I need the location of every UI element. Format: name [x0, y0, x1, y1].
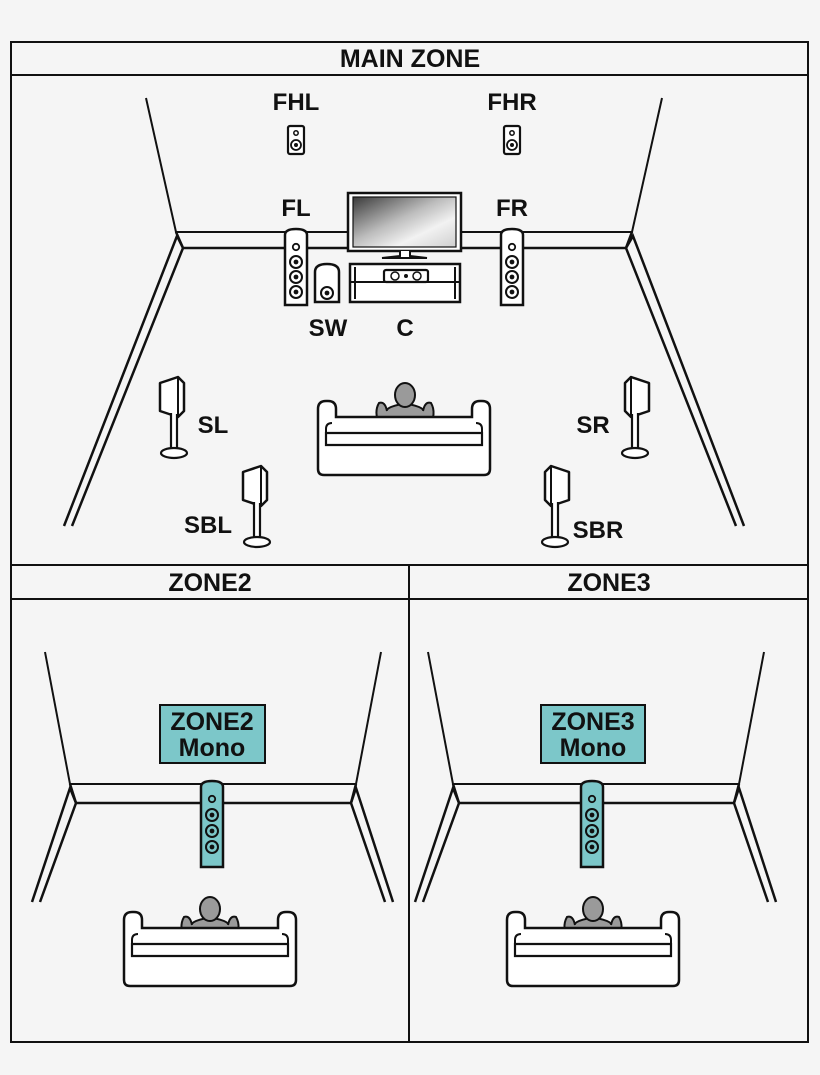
- label-fhr: FHR: [487, 89, 536, 116]
- label-c: C: [396, 315, 413, 342]
- zone3-mono-badge: [540, 704, 646, 764]
- label-sr: SR: [576, 412, 609, 439]
- label-sl: SL: [198, 412, 229, 439]
- zone2-panel: ZONE2 ZONE2 Mono: [30, 569, 395, 988]
- zone3-speaker: [579, 779, 605, 869]
- zone2-badge-line2: Mono: [179, 734, 246, 762]
- zone2-mono-badge: [159, 704, 266, 764]
- label-sw: SW: [309, 315, 348, 342]
- zone2-title: ZONE2: [168, 569, 251, 597]
- center-speaker: [382, 268, 430, 284]
- label-fr: FR: [496, 195, 528, 222]
- front-left-speaker: [283, 227, 309, 307]
- zone3-title: ZONE3: [567, 569, 650, 597]
- zone2-badge-line1: ZONE2: [170, 708, 253, 736]
- label-sbl: SBL: [184, 512, 232, 539]
- zone2-speaker: [199, 779, 225, 869]
- zone3-panel: ZONE3 ZONE3 Mono: [413, 569, 778, 988]
- tv: [346, 191, 463, 304]
- zone3-badge-line1: ZONE3: [551, 708, 634, 736]
- label-sbr: SBR: [573, 517, 624, 544]
- front-height-left-speaker: [286, 124, 306, 156]
- front-height-right-speaker: [502, 124, 522, 156]
- zone3-badge-line2: Mono: [560, 734, 627, 762]
- front-right-speaker: [499, 227, 525, 307]
- main-zone-title: MAIN ZONE: [340, 45, 480, 73]
- main-zone-panel: MAIN ZONE: [62, 45, 746, 549]
- label-fl: FL: [281, 195, 310, 222]
- subwoofer: [313, 262, 341, 304]
- label-fhl: FHL: [273, 89, 320, 116]
